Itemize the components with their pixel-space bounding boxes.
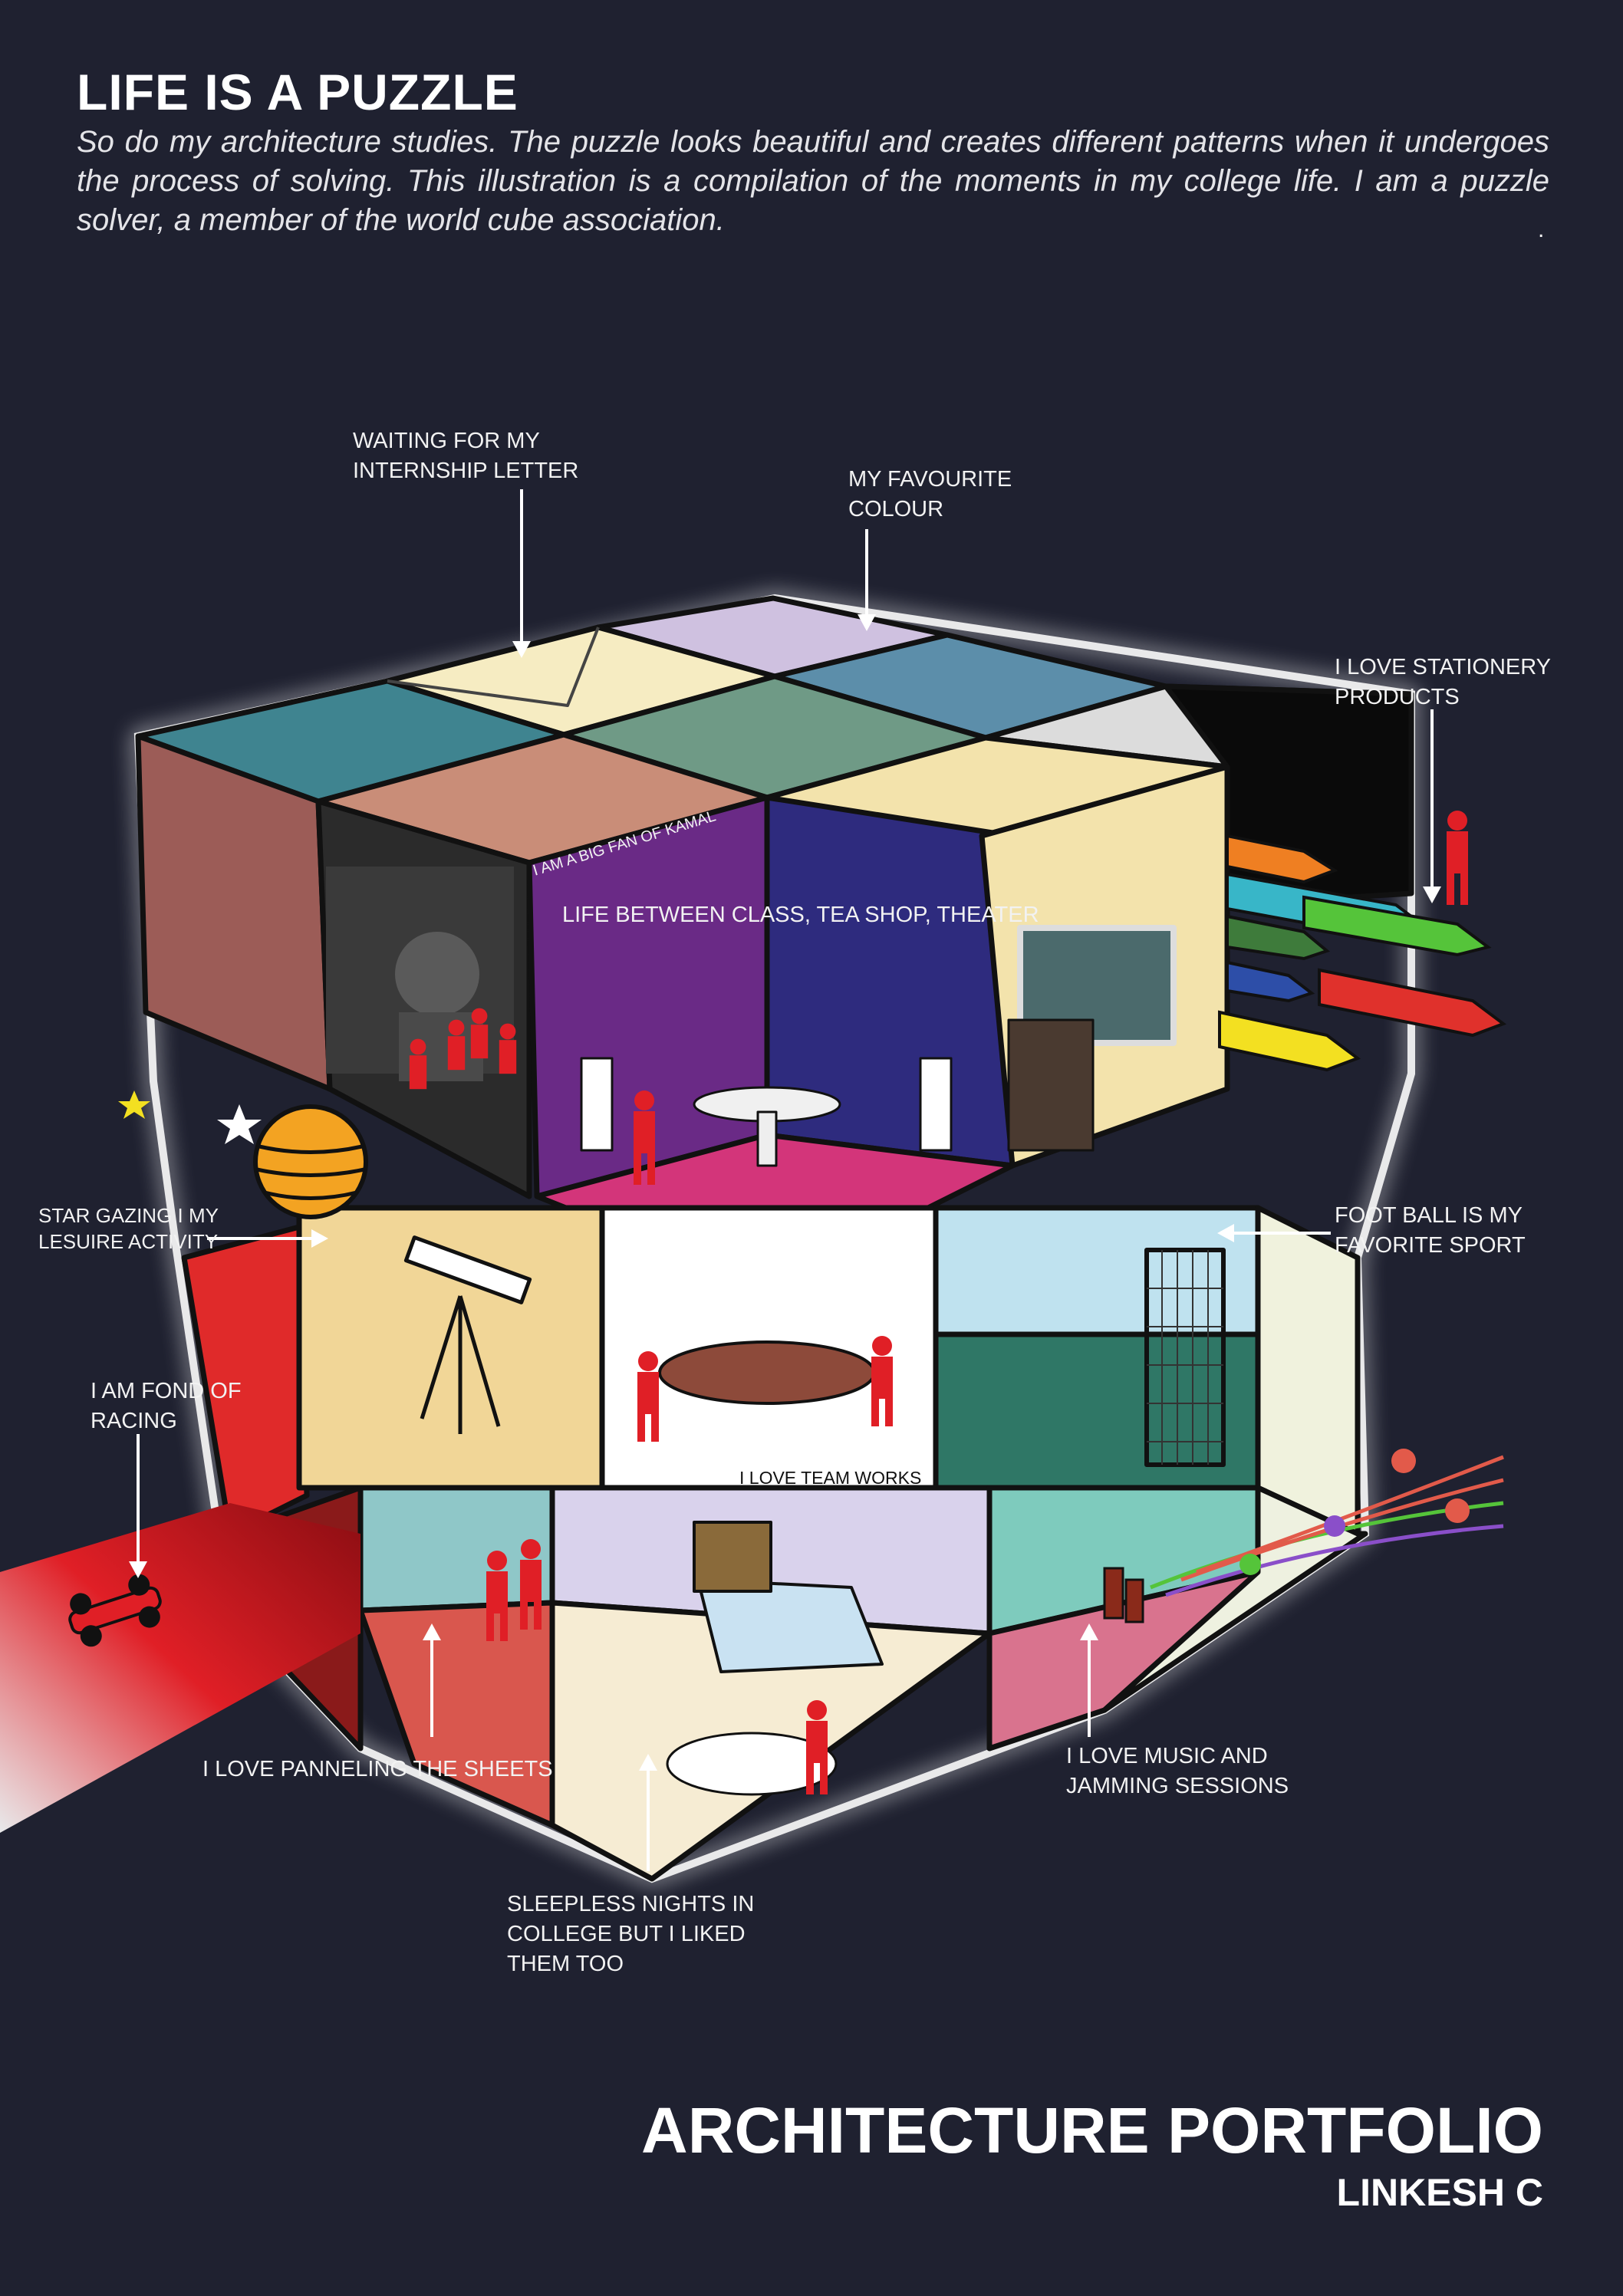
label-music: I LOVE MUSIC AND JAMMING SESSIONS xyxy=(1066,1744,1289,1798)
label-internship: WAITING FOR MY INTERNSHIP LETTER xyxy=(353,429,579,483)
label-racing: I AM FOND OF RACING xyxy=(91,1379,242,1433)
label-sleepless: SLEEPLESS NIGHTS IN COLLEGE BUT I LIKED … xyxy=(507,1892,755,1976)
label-star-gazing: STAR GAZING I MY LESUIRE ACTIVITY xyxy=(38,1204,219,1253)
label-life-between: LIFE BETWEEN CLASS, TEA SHOP, THEATER xyxy=(562,903,1039,927)
pencils xyxy=(1218,834,1507,1072)
people xyxy=(409,811,1468,1794)
planet xyxy=(253,1104,368,1219)
intro-paragraph: So do my architecture studies. The puzzl… xyxy=(77,123,1549,240)
label-stationery: I LOVE STATIONERY PRODUCTS xyxy=(1335,655,1552,709)
star-yellow xyxy=(118,1090,150,1119)
label-favourite-colour: MY FAVOURITE COLOUR xyxy=(848,467,1012,521)
page-title: LIFE IS A PUZZLE xyxy=(77,64,519,120)
trailing-mark: . xyxy=(1538,217,1545,242)
label-football: FOOT BALL IS MY FAVORITE SPORT xyxy=(1335,1203,1526,1258)
pointer-arrows xyxy=(129,489,1441,1871)
intro-text: So do my architecture studies. The puzzl… xyxy=(77,125,1549,237)
race-track xyxy=(0,1503,360,1833)
bottom-layer xyxy=(227,1485,1368,1882)
portfolio-title: ARCHITECTURE PORTFOLIO xyxy=(641,2094,1543,2166)
label-team-works: I LOVE TEAM WORKS xyxy=(739,1468,922,1488)
star-white xyxy=(217,1104,262,1144)
label-panneling: I LOVE PANNELING THE SHEETS xyxy=(202,1757,553,1781)
middle-layer xyxy=(181,1205,1361,1537)
author-name: LINKESH C xyxy=(1336,2171,1543,2214)
